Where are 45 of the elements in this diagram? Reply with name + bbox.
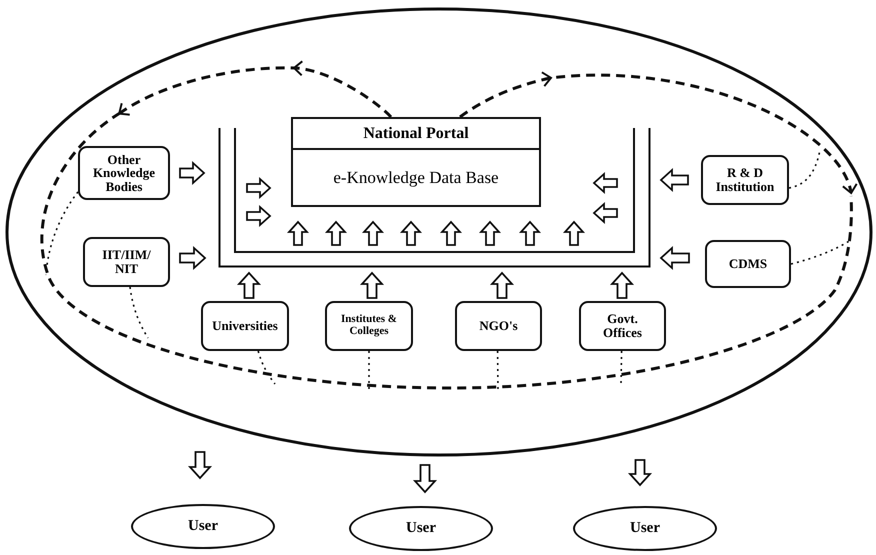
block-arrow — [628, 459, 652, 486]
dotted-line — [45, 191, 79, 276]
box-label: R & D Institution — [714, 166, 776, 194]
portal-subtitle: e-Knowledge Data Base — [333, 168, 499, 188]
block-arrow — [660, 246, 690, 270]
rounded-box — [455, 301, 542, 351]
block-arrow — [610, 272, 634, 299]
rounded-box — [201, 301, 289, 351]
block-arrow — [236, 272, 262, 299]
dotted-line — [620, 350, 622, 384]
box-label: User — [406, 520, 436, 537]
box-label: Institutes & Colleges — [340, 314, 398, 338]
dotted-line — [129, 286, 149, 338]
block-arrow — [660, 168, 689, 192]
portal-title: National Portal — [293, 119, 539, 150]
box-label: Other Knowledge Bodies — [92, 152, 156, 194]
box-label: CDMS — [728, 257, 768, 271]
dotted-line — [257, 350, 276, 384]
block-arrow — [179, 160, 206, 186]
box-label: IIT/IIM/ NIT — [101, 248, 152, 276]
rounded-box — [325, 301, 413, 351]
box-label: Universities — [212, 319, 278, 333]
box-label: User — [188, 518, 218, 535]
dashed-arrow — [118, 60, 392, 118]
dotted-line — [788, 150, 821, 189]
rounded-box — [701, 155, 789, 205]
dotted-line — [790, 239, 852, 265]
dotted-line — [368, 351, 370, 389]
block-arrow — [188, 451, 212, 480]
block-arrow — [490, 272, 514, 299]
block-arrow — [360, 272, 384, 299]
block-arrow — [179, 246, 206, 270]
channel-frame — [218, 125, 651, 268]
boundary-ellipse — [5, 7, 873, 457]
rounded-box — [579, 301, 666, 351]
rounded-box — [83, 237, 170, 287]
rounded-box — [705, 240, 791, 288]
rounded-box — [78, 146, 170, 200]
box-label: Govt. Offices — [602, 312, 643, 340]
box-label: NGO's — [479, 319, 518, 333]
dashed-arrow — [459, 72, 858, 194]
block-arrow — [412, 464, 438, 494]
dotted-line — [496, 351, 499, 391]
box-label: User — [630, 520, 660, 537]
portal-box — [291, 117, 541, 207]
